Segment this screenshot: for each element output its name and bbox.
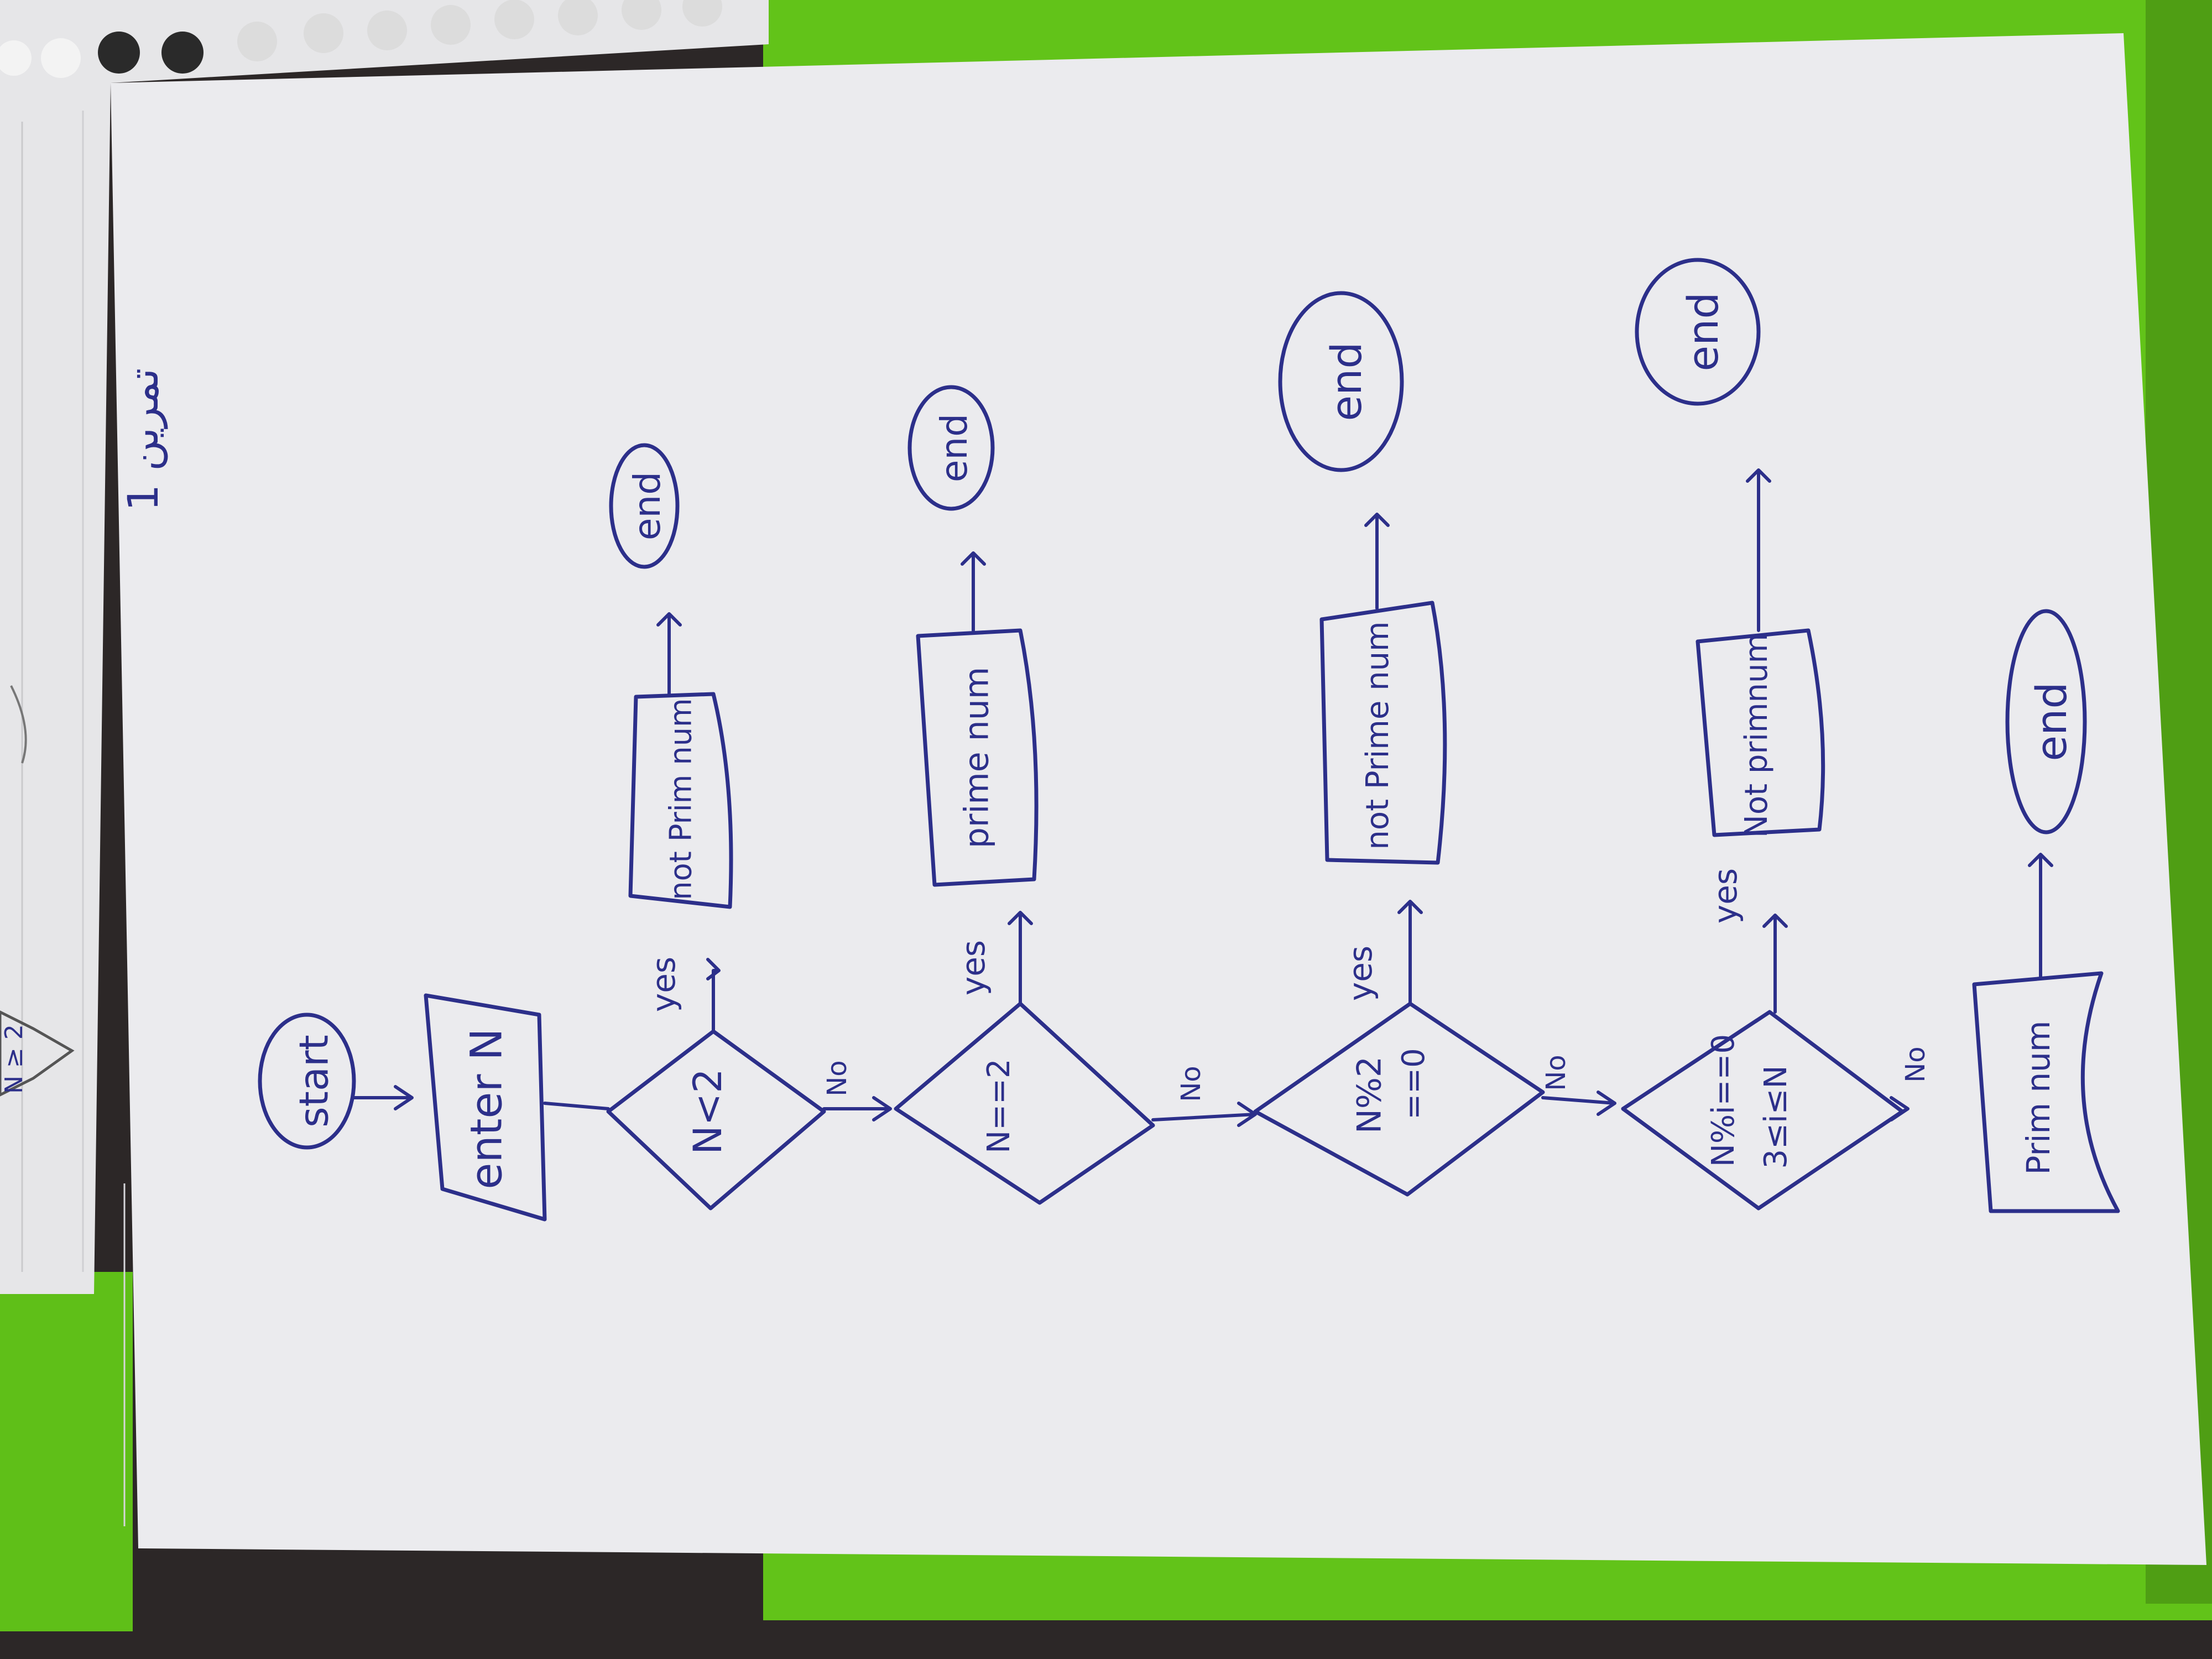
output5-label: Prim num (2020, 1021, 2057, 1175)
yes-label-4: yes (1707, 868, 1744, 924)
exercise-number-note: 1 تمرين (118, 368, 168, 512)
start-terminal: start (258, 1013, 356, 1150)
yes-label-3: yes (1342, 946, 1379, 1001)
output-not-prime-3: Not primnum (1695, 628, 1825, 838)
output3-label: not Prime num (1360, 621, 1396, 849)
decision-n-mod-2: N%2 ==0 (1253, 1001, 1545, 1197)
flow-arrow (352, 1085, 414, 1110)
binder-holes (0, 0, 722, 78)
yes-label-1: yes (645, 957, 682, 1012)
back-sheet (0, 0, 769, 1294)
no-label-2: No (1176, 1066, 1207, 1102)
back-sheet-fragment (0, 685, 75, 1097)
output-prime-final: Prim num (1972, 971, 2120, 1213)
end4-label: end (1678, 292, 1728, 371)
input-label: enter N (462, 1028, 512, 1189)
end-terminal-1: end (609, 443, 680, 569)
input-enter-n: enter N (424, 993, 547, 1222)
end-terminal-4: end (1635, 258, 1761, 406)
decision1-label: N<2 (685, 1068, 731, 1155)
output1-label: not Prim num (664, 698, 698, 900)
end1-label: end (626, 472, 669, 540)
corner-note-text: N ≥ 2 (0, 1024, 28, 1094)
flow-arrow (822, 1096, 892, 1121)
start-label: start (291, 1035, 337, 1128)
output-not-prime-1: not Prim num (628, 692, 733, 909)
flow-arrow (1746, 468, 1771, 632)
output2-label: prime num (958, 667, 997, 848)
end3-label: end (1322, 342, 1371, 421)
no-label-3: No (1541, 1055, 1572, 1091)
flow-arrow (1397, 900, 1423, 1005)
flow-arrow (961, 551, 986, 632)
flow-arrow (1008, 911, 1033, 1005)
decision-n-equals-2: N==2 (894, 1001, 1155, 1205)
end2-label: end (933, 414, 975, 482)
flow-arrow (543, 1102, 610, 1110)
no-label-1: No (822, 1060, 853, 1096)
end-terminal-2: end (907, 385, 995, 511)
flow-arrow (2028, 853, 2053, 980)
flow-arrow (1151, 1102, 1257, 1127)
end-terminal-3: end (1278, 291, 1404, 472)
flow-arrow (1364, 513, 1390, 610)
end5-label: end (2027, 682, 2076, 761)
decision4-label-line1: N%i==0 (1705, 1034, 1741, 1167)
corner-note: N ≥ 2 (0, 1024, 28, 1094)
yes-label-2: yes (954, 940, 992, 995)
flow-arrow (1890, 1096, 1910, 1121)
decision3-label-line2: ==0 (1396, 1048, 1432, 1119)
decision4-label-line2: 3≤i≤N (1758, 1066, 1794, 1169)
flow-arrow (706, 958, 721, 1033)
decision2-label: N==2 (981, 1058, 1017, 1153)
paper-sheet (111, 33, 2206, 1565)
end-terminal-5: end (2005, 609, 2087, 834)
decision3-label-line1: N%2 (1350, 1056, 1389, 1134)
no-label-4: No (1900, 1046, 1931, 1082)
output-prime: prime num (916, 628, 1039, 887)
exercise-number-text: 1 تمرين (118, 368, 168, 512)
flow-arrow (656, 612, 682, 696)
green-folder-edge (0, 1272, 133, 1631)
flow-arrow (1762, 914, 1788, 1014)
decision-n-less-2: N<2 (606, 1029, 826, 1211)
flow-arrow (1541, 1091, 1616, 1116)
output-not-prime-2: not Prime num (1319, 601, 1447, 865)
output4-label: Not primnum (1739, 633, 1775, 838)
